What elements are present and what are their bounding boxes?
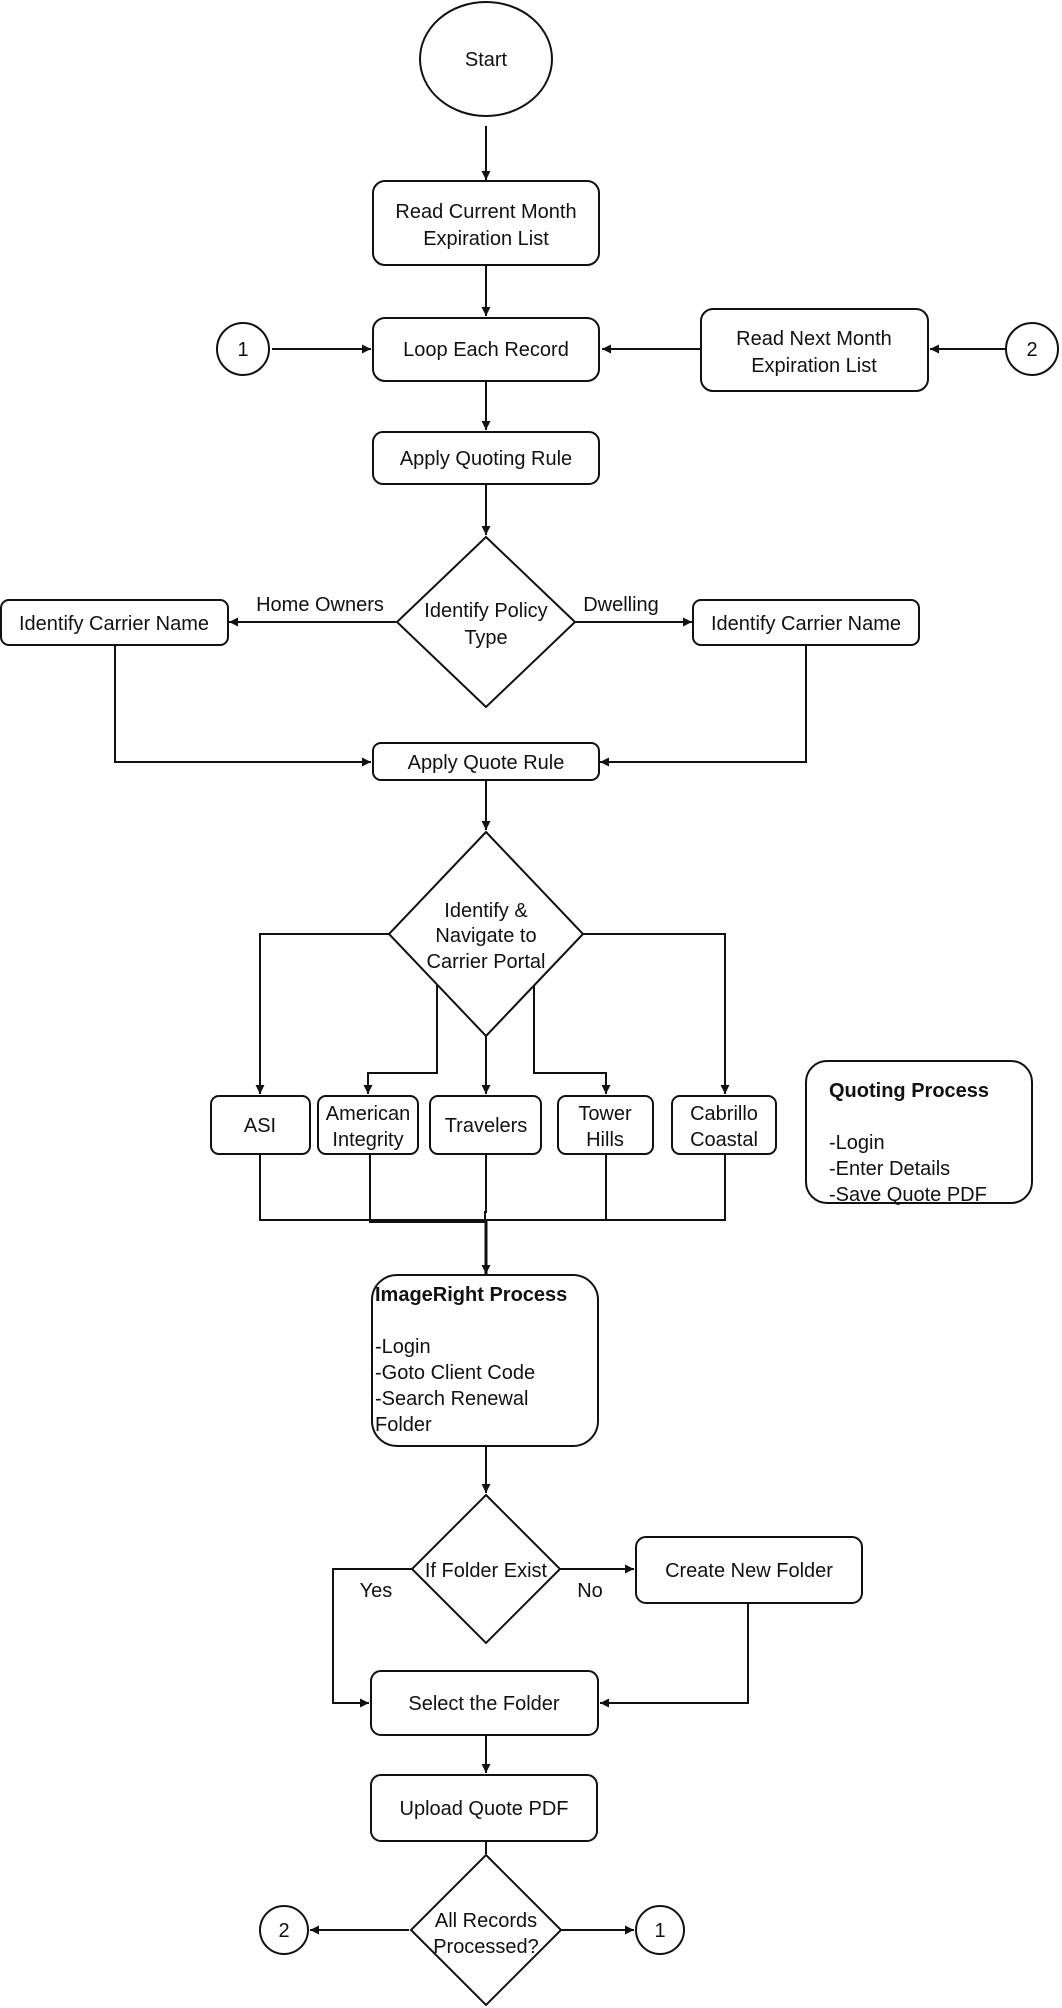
create-new-folder-box[interactable]: Create New Folder [635, 1536, 863, 1604]
carrier-cabrillo-coastal-box[interactable]: Cabrillo Coastal [671, 1095, 777, 1155]
create-folder-label: Create New Folder [665, 1560, 833, 1582]
tower-hills-line1: Tower [578, 1103, 632, 1125]
read-current-label-line2: Expiration List [423, 228, 549, 250]
navigate-label-line1: Identify & [444, 900, 528, 922]
edge-label-yes: Yes [360, 1580, 393, 1602]
edge-navigate-to-tower-hills [533, 985, 611, 1094]
select-folder-label: Select the Folder [408, 1693, 560, 1715]
identify-carrier-right-label: Identify Carrier Name [711, 613, 901, 635]
read-current-label-line1: Read Current Month [395, 201, 576, 223]
edge-carriers-merge [259, 1154, 726, 1221]
connector-2-top[interactable]: 2 [1005, 322, 1059, 376]
apply-quote-label: Apply Quote Rule [408, 752, 565, 774]
read-next-label-line2: Expiration List [751, 355, 877, 377]
all-records-line2: Processed? [433, 1936, 539, 1958]
carrier-tower-hills-box[interactable]: Tower Hills [557, 1095, 654, 1155]
edge-carrier-right-to-apply-quote [600, 645, 807, 767]
apply-quoting-label: Apply Quoting Rule [400, 448, 572, 470]
cabrillo-line2: Coastal [690, 1129, 758, 1151]
quoting-process-line-2: -Enter Details [829, 1158, 951, 1180]
all-records-processed-decision[interactable]: All Records Processed? [409, 1853, 563, 2007]
cabrillo-line1: Cabrillo [690, 1103, 758, 1125]
quoting-process-title: Quoting Process [829, 1080, 990, 1102]
american-integrity-line1: American [326, 1103, 410, 1125]
select-folder-box[interactable]: Select the Folder [370, 1670, 599, 1736]
navigate-label-line3: Carrier Portal [427, 951, 546, 973]
connector-2-bottom[interactable]: 2 [259, 1905, 309, 1955]
edge-navigate-to-cabrillo [583, 933, 730, 1094]
imageright-process-title: ImageRight Process [375, 1284, 568, 1306]
read-current-month-box[interactable]: Read Current Month Expiration List [372, 180, 600, 266]
connector-1-bottom-label: 1 [654, 1920, 665, 1942]
upload-quote-pdf-box[interactable]: Upload Quote PDF [370, 1774, 598, 1842]
policy-type-label-line1: Identify Policy [424, 600, 547, 622]
carrier-asi-box[interactable]: ASI [210, 1095, 311, 1155]
edge-carrier-left-to-apply-quote [114, 645, 371, 767]
imageright-process-box[interactable]: ImageRight Process -Login -Goto Client C… [371, 1274, 599, 1447]
imageright-line-2: -Goto Client Code [375, 1362, 536, 1384]
identify-carrier-right-box[interactable]: Identify Carrier Name [692, 599, 920, 646]
start-label: Start [465, 49, 508, 71]
edge-navigate-to-asi [255, 933, 389, 1094]
edge-create-to-select [600, 1603, 749, 1708]
connector-2-top-label: 2 [1026, 339, 1037, 361]
connector-2-bottom-label: 2 [278, 1920, 289, 1942]
policy-type-label-line2: Type [464, 627, 507, 649]
identify-navigate-decision[interactable]: Identify & Navigate to Carrier Portal [387, 830, 585, 1038]
connector-1-top[interactable]: 1 [216, 322, 270, 376]
read-next-label-line1: Read Next Month [736, 328, 892, 350]
quoting-process-line-1: -Login [829, 1132, 885, 1154]
folder-exist-label: If Folder Exist [425, 1560, 548, 1582]
edge-american-integrity-merge [369, 1154, 486, 1223]
apply-quoting-rule-box[interactable]: Apply Quoting Rule [372, 431, 600, 485]
identify-policy-type-decision[interactable]: Identify Policy Type [395, 535, 577, 709]
upload-quote-label: Upload Quote PDF [400, 1798, 569, 1820]
navigate-label-line2: Navigate to [435, 925, 536, 947]
connector-1-top-label: 1 [237, 339, 248, 361]
connector-1-bottom[interactable]: 1 [635, 1905, 685, 1955]
american-integrity-line2: Integrity [332, 1129, 403, 1151]
quoting-process-line-3: -Save Quote PDF [829, 1184, 987, 1206]
edges [114, 126, 1005, 1935]
all-records-line1: All Records [435, 1910, 537, 1932]
carrier-american-integrity-box[interactable]: American Integrity [317, 1095, 419, 1155]
edge-label-home-owners: Home Owners [256, 594, 384, 616]
start-node[interactable]: Start [419, 1, 553, 117]
carrier-travelers-box[interactable]: Travelers [429, 1095, 542, 1155]
apply-quote-rule-box[interactable]: Apply Quote Rule [372, 742, 600, 781]
loop-each-label: Loop Each Record [403, 339, 569, 361]
read-next-month-box[interactable]: Read Next Month Expiration List [700, 308, 929, 392]
edge-folder-exist-to-select-yes [332, 1568, 412, 1708]
imageright-line-4: Folder [375, 1414, 432, 1436]
identify-carrier-left-box[interactable]: Identify Carrier Name [0, 599, 229, 646]
tower-hills-line2: Hills [586, 1129, 624, 1151]
edge-label-no: No [577, 1580, 603, 1602]
edge-travelers-merge [484, 1154, 487, 1220]
identify-carrier-left-label: Identify Carrier Name [19, 613, 209, 635]
travelers-label: Travelers [445, 1115, 528, 1137]
edge-label-dwelling: Dwelling [583, 594, 659, 616]
loop-each-record-box[interactable]: Loop Each Record [372, 317, 600, 382]
if-folder-exist-decision[interactable]: If Folder Exist [410, 1493, 562, 1645]
imageright-line-3: -Search Renewal [375, 1388, 529, 1410]
imageright-line-1: -Login [375, 1336, 431, 1358]
asi-label: ASI [244, 1115, 276, 1137]
edge-navigate-to-american-integrity [363, 985, 438, 1094]
quoting-process-note[interactable]: Quoting Process -Login -Enter Details -S… [805, 1060, 1033, 1206]
